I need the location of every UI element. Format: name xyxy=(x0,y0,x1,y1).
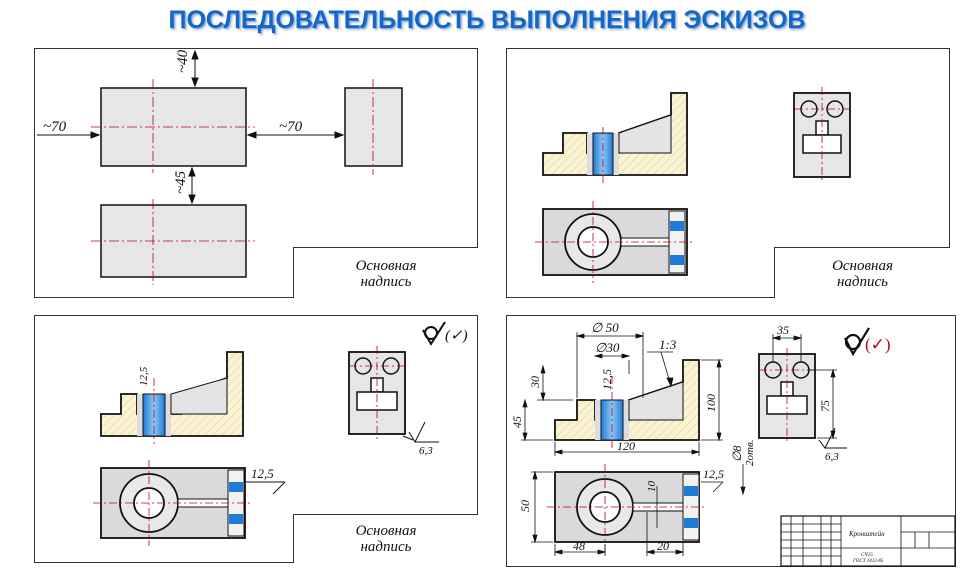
dim-120: 120 xyxy=(617,439,635,453)
page-title: ПОСЛЕДОВАТЕЛЬНОСТЬ ВЫПОЛНЕНИЯ ЭСКИЗОВ xyxy=(168,6,806,34)
roughness-value: 6,3 xyxy=(825,451,839,463)
dim-75: 75 xyxy=(818,400,832,412)
title-block-name: Кронштейн xyxy=(848,530,885,538)
dim-top: ~40 xyxy=(175,49,191,73)
title-block: Основная надпись xyxy=(774,247,950,298)
dim-20: 20 xyxy=(657,539,669,553)
dim-48: 48 xyxy=(573,539,585,553)
dim-left: ~70 xyxy=(43,119,67,135)
stamp-line-2: надпись xyxy=(360,539,412,555)
roughness-symbol: (✓) xyxy=(865,335,891,354)
dim-hole: 12,5 xyxy=(138,366,150,386)
dim-45: 45 xyxy=(510,416,524,428)
roughness-value: 6,3 xyxy=(419,445,433,457)
dim-35: 35 xyxy=(776,323,789,337)
dim-30: 30 xyxy=(528,376,542,389)
panel-step-1: ~40 ~70 ~70 ~45 Основная надпись xyxy=(34,48,478,298)
panel-step-4: ∅ 50 ∅30 1:3 12,5 30 45 100 120 50 48 20… xyxy=(506,315,956,567)
panel-step-3: 12,5 12,5 6,3 (✓) Основная надпись xyxy=(34,315,478,563)
title-block-material: СЧ15 xyxy=(861,553,873,558)
title-block: Основная надпись xyxy=(293,247,478,298)
step-1-drawing: ~40 ~70 ~70 ~45 xyxy=(37,49,403,285)
dim-125b: 12,5 xyxy=(703,467,724,481)
dim-holes: 2отв. xyxy=(744,440,756,466)
dim-100: 100 xyxy=(704,394,718,412)
step-2-drawing xyxy=(535,87,851,283)
dim-mid: ~70 xyxy=(279,119,303,135)
dim-slope: 1:3 xyxy=(659,337,677,352)
stamp-line-1: Основная xyxy=(355,523,417,539)
stamp-line-2: надпись xyxy=(360,274,412,290)
dim-d30: ∅30 xyxy=(595,340,620,355)
roughness-icon xyxy=(844,327,870,357)
dim-125a: 12,5 xyxy=(600,369,614,390)
title-block: Основная надпись xyxy=(293,514,478,563)
stamp-line-2: надпись xyxy=(836,274,888,290)
stamp-line-1: Основная xyxy=(355,258,417,274)
dim-d8: ∅8 xyxy=(730,446,744,462)
dim-slot: 12,5 xyxy=(251,466,274,481)
title-block-standard: ГОСТ 1412-85 xyxy=(852,559,884,564)
step-3-drawing: 12,5 12,5 6,3 (✓) xyxy=(93,321,468,546)
dim-50: 50 xyxy=(518,500,532,512)
roughness-icon xyxy=(422,321,446,346)
filled-title-block xyxy=(780,515,956,567)
roughness-symbol: (✓) xyxy=(445,328,468,344)
dim-d50: ∅ 50 xyxy=(591,320,619,335)
dim-10: 10 xyxy=(646,481,658,493)
dim-gap: ~45 xyxy=(173,170,189,194)
panel-step-2: Основная надпись xyxy=(506,48,950,298)
stamp-line-1: Основная xyxy=(832,258,893,274)
step-4-drawing: ∅ 50 ∅30 1:3 12,5 30 45 100 120 50 48 20… xyxy=(510,320,956,567)
